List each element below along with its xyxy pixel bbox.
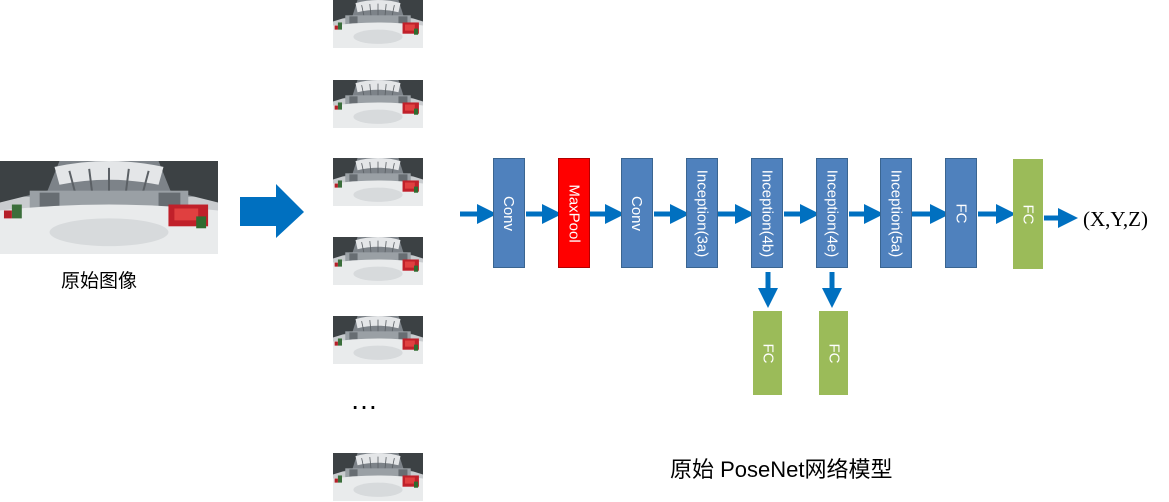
aux-fc-4b: FC — [753, 311, 782, 395]
crop-thumbnail-4 — [333, 237, 423, 285]
layer-inception-5a: Inception(5a) — [880, 158, 912, 268]
crop-thumbnail-1 — [333, 0, 423, 48]
aux-fc-4e: FC — [819, 311, 848, 395]
layer-inception-3a: Inception(3a) — [686, 158, 718, 268]
crop-thumbnail-2 — [333, 80, 423, 128]
layer-inception-4b: Inception(4b) — [751, 158, 783, 268]
layer-conv-2: Conv — [621, 158, 653, 268]
layer-fc-final: FC — [1013, 159, 1043, 269]
crop-thumbnail-3 — [333, 158, 423, 206]
network-caption: 原始 PoseNet网络模型 — [670, 457, 893, 482]
layer-conv-1: Conv — [493, 158, 525, 268]
original-image-caption: 原始图像 — [61, 271, 138, 292]
big-right-arrow — [240, 184, 304, 238]
output-xyz: (X,Y,Z) — [1083, 207, 1148, 231]
flow-arrows — [460, 204, 1078, 308]
layer-fc-1: FC — [945, 158, 977, 268]
layer-maxpool: MaxPool — [558, 158, 590, 268]
crop-thumbnail-5 — [333, 316, 423, 364]
crop-thumbnail-6 — [333, 453, 423, 501]
layer-inception-4e: Inception(4e) — [816, 158, 848, 268]
ellipsis-dots: … — [350, 384, 380, 415]
